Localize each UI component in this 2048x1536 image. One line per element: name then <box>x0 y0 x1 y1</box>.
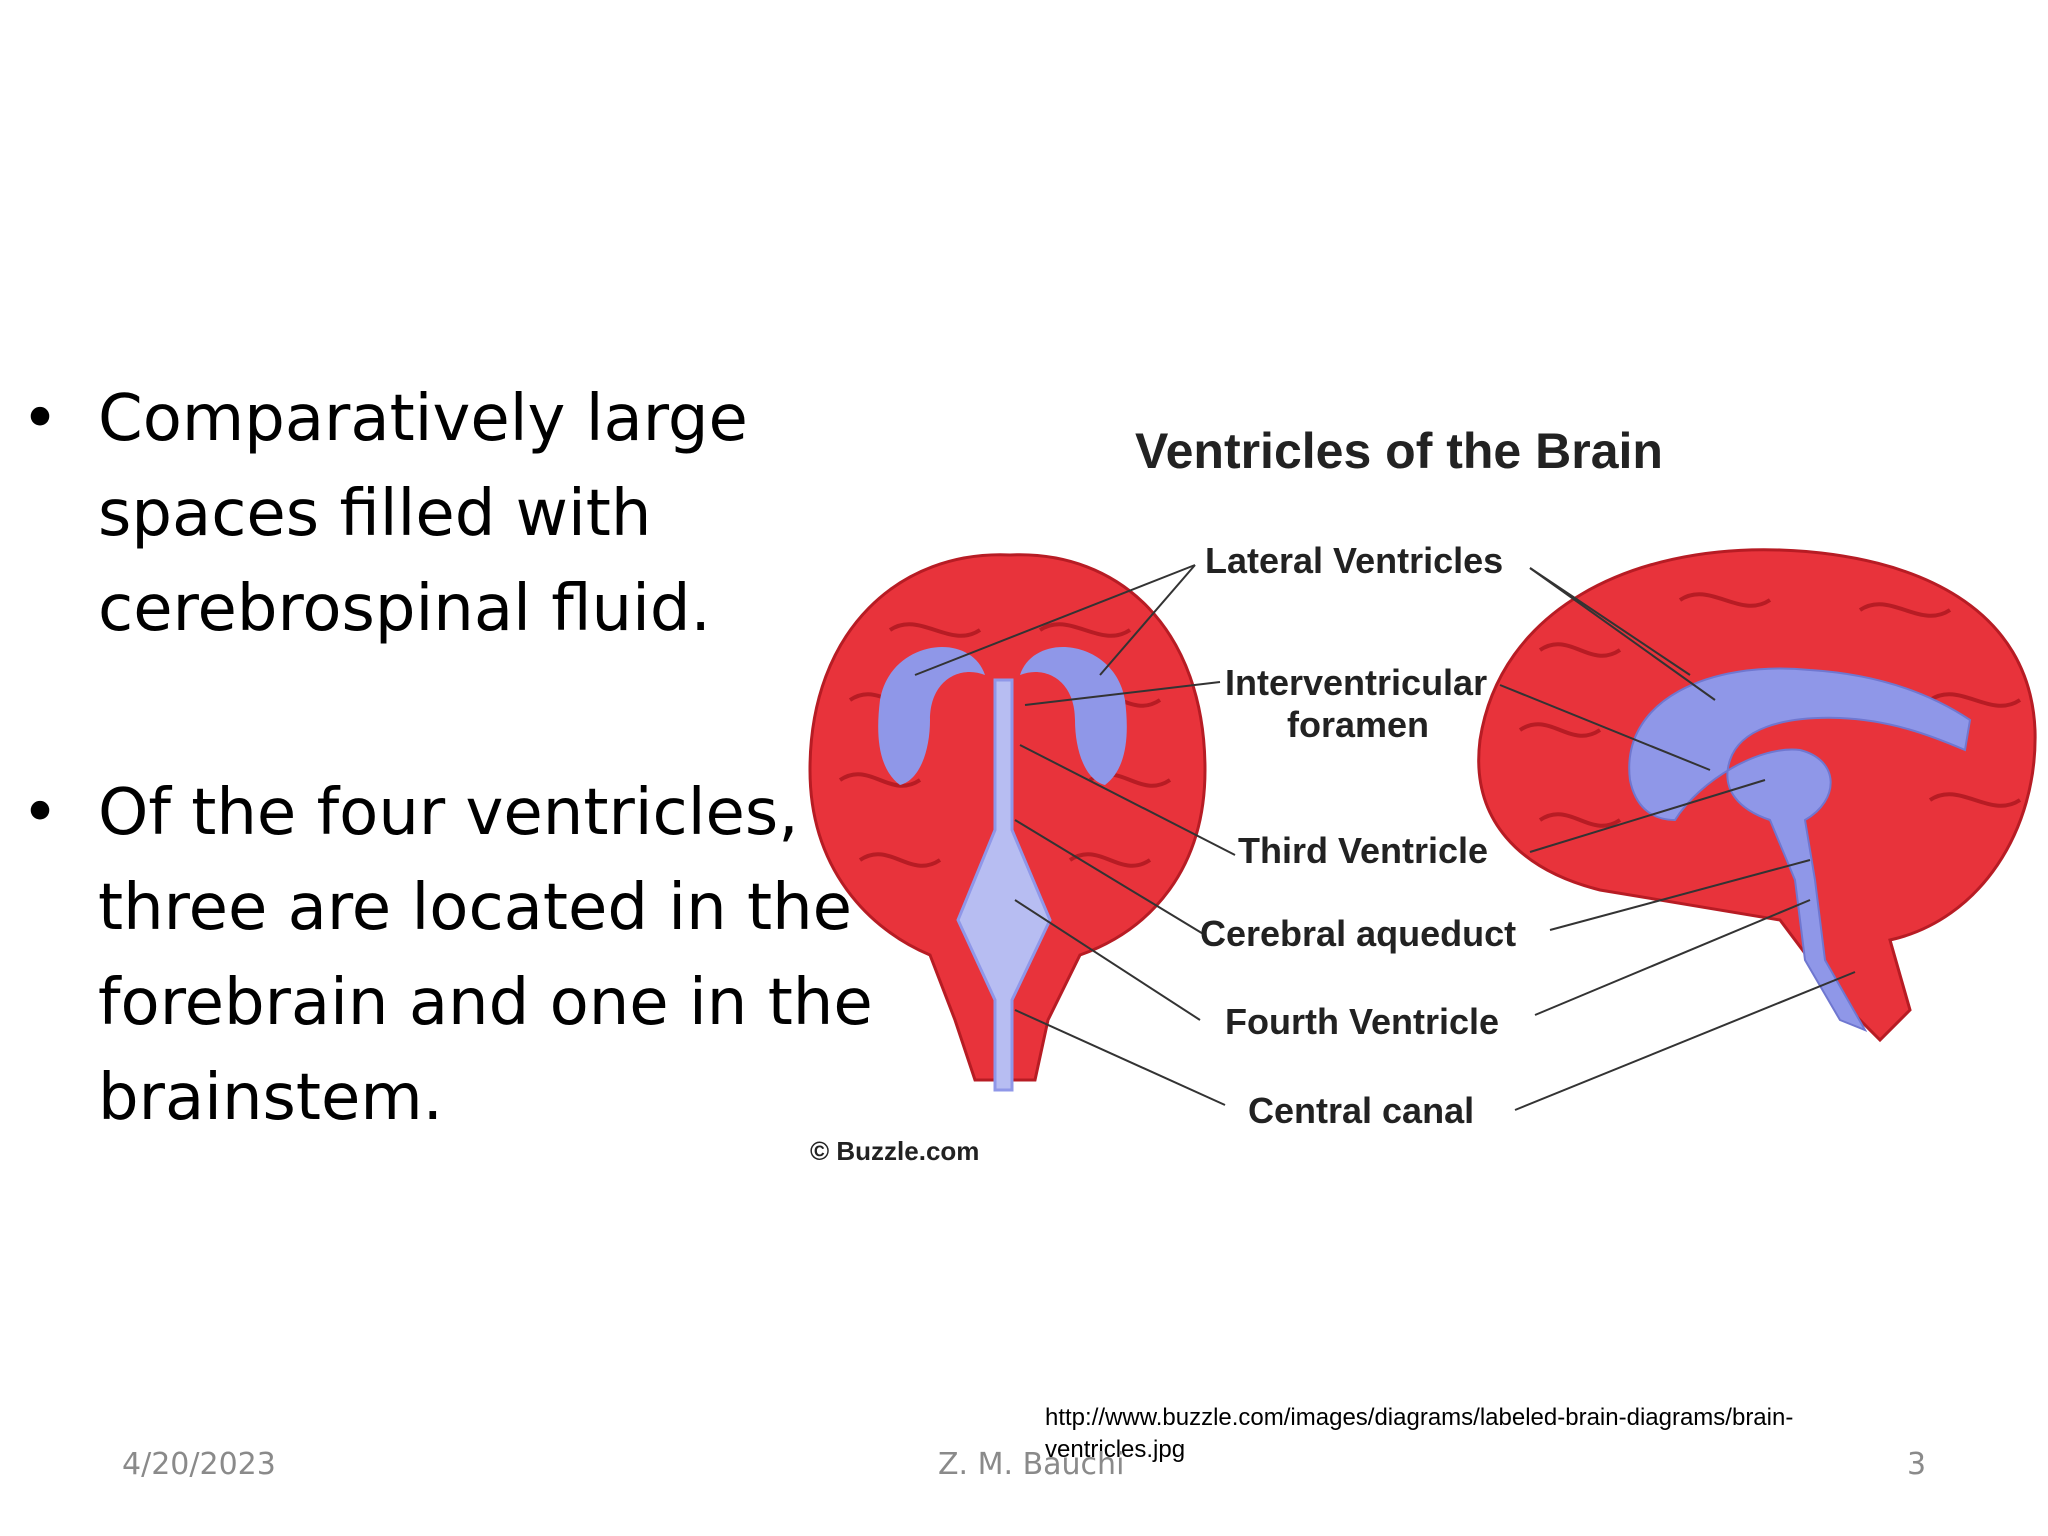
diagram-credit: © Buzzle.com <box>810 1136 980 1166</box>
bullet-item-2: • Of the four ventricles, three are loca… <box>0 766 900 1146</box>
label-third-ventricle: Third Ventricle <box>1238 830 1489 871</box>
label-lateral-ventricles: Lateral Ventricles <box>1205 540 1504 581</box>
label-central-canal: Central canal <box>1248 1090 1475 1131</box>
footer-author: Z. M. Bauchi <box>938 1447 1125 1482</box>
bullet-marker: • <box>21 382 59 456</box>
brain-ventricles-diagram: Ventricles of the Brain Lateral Ventricl… <box>780 400 2048 1200</box>
source-url: http://www.buzzle.com/images/diagrams/la… <box>1045 1404 1794 1463</box>
bullet-text-2: Of the four ventricles, three are locate… <box>98 776 873 1135</box>
front-view-brain <box>808 553 1207 1092</box>
side-view-brain <box>1477 548 2037 1043</box>
diagram-title: Ventricles of the Brain <box>1135 423 1663 479</box>
bullet-marker: • <box>21 776 59 850</box>
brain-illustration <box>808 548 2037 1111</box>
footer-page-number: 3 <box>1907 1447 1927 1482</box>
footer-date: 4/20/2023 <box>122 1447 276 1482</box>
label-cerebral-aqueduct: Cerebral aqueduct <box>1200 913 1517 954</box>
label-interventricular: Interventricular <box>1225 662 1488 703</box>
bullet-item-1: • Comparatively large spaces filled with… <box>0 372 900 657</box>
label-fourth-ventricle: Fourth Ventricle <box>1225 1001 1500 1042</box>
bullet-list: • Comparatively large spaces filled with… <box>0 372 900 1146</box>
leader-lines <box>914 564 1856 1111</box>
bullet-text-1: Comparatively large spaces filled with c… <box>98 382 748 646</box>
label-foramen: foramen <box>1287 704 1430 745</box>
